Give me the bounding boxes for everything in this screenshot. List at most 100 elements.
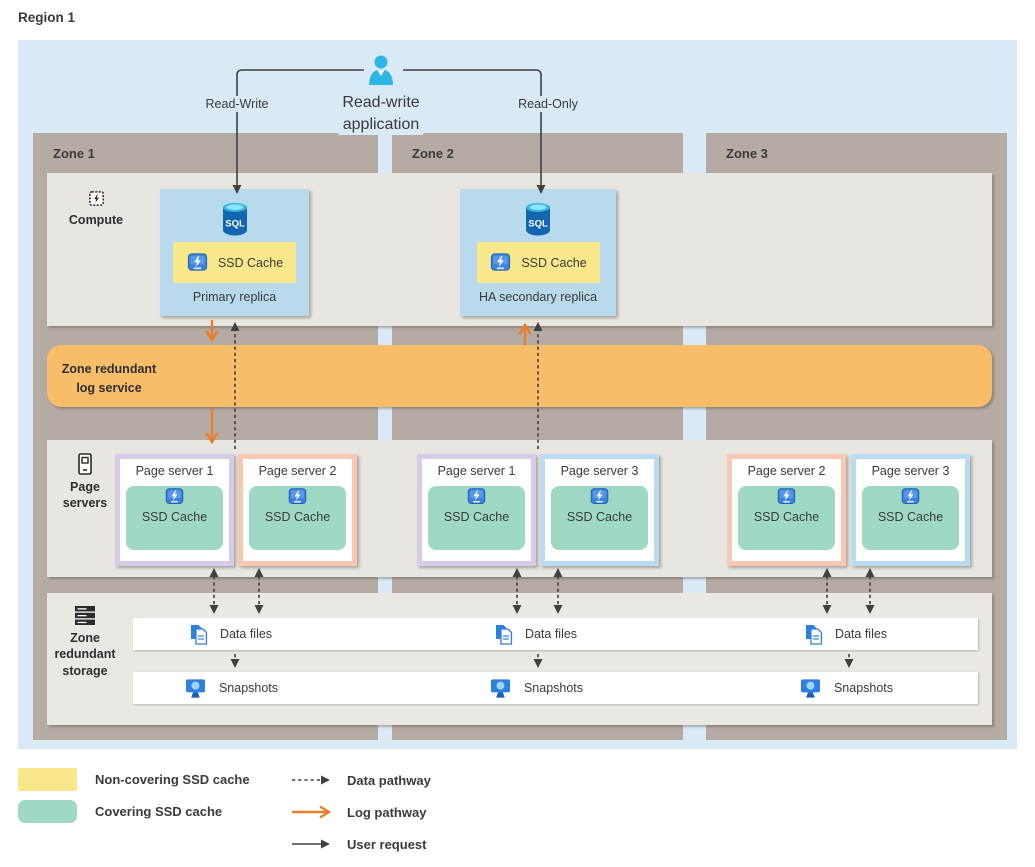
- snapshots-label: Snapshots: [218, 681, 279, 695]
- legend-label-noncovering: Non-covering SSD cache: [95, 772, 250, 787]
- snapshots-label: Snapshots: [833, 681, 894, 695]
- ssd-disk-icon: [165, 488, 184, 504]
- ssd-cache-label: SSD Cache: [141, 510, 208, 524]
- data-files-icon: [805, 624, 823, 645]
- log-service-band: [47, 345, 992, 407]
- log-service-label-line2: log service: [76, 380, 142, 395]
- ssd-disk-icon: [288, 488, 307, 504]
- data-files-icon: [495, 624, 513, 645]
- primary-ssd-cache-label: SSD Cache: [217, 255, 284, 270]
- page-servers-row-label-group: Page servers: [52, 453, 118, 512]
- data-files-item: Data files: [805, 618, 887, 650]
- covering-ssd-cache: SSD Cache: [551, 486, 648, 550]
- snapshots-label: Snapshots: [523, 681, 584, 695]
- ssd-disk-icon: [901, 488, 920, 504]
- page-server-box: Page server 3 SSD Cache: [851, 454, 970, 566]
- data-files-item: Data files: [190, 618, 272, 650]
- application-label-line1: Read-write: [342, 94, 420, 111]
- cpu-chip-icon: [88, 191, 104, 206]
- data-files-label: Data files: [219, 627, 273, 641]
- log-service-label-line1: Zone redundant: [61, 362, 157, 376]
- legend-orange-arrow-icon: [292, 805, 332, 819]
- legend-dashed-arrow-icon: [292, 775, 330, 785]
- covering-ssd-cache: SSD Cache: [862, 486, 959, 550]
- data-files-label: Data files: [834, 627, 888, 641]
- log-service-label: Zone redundant log service: [50, 360, 168, 398]
- ssd-disk-icon: [187, 253, 207, 271]
- page-server-title: Page server 2: [747, 464, 826, 478]
- storage-label-line1: Zone: [70, 631, 100, 645]
- ssd-disk-icon: [590, 488, 609, 504]
- snapshots-item: Snapshots: [184, 672, 278, 704]
- data-files-label: Data files: [524, 627, 578, 641]
- page-server-title: Page server 2: [258, 464, 337, 478]
- primary-replica-box: SQL SSD Cache Primary replica: [160, 189, 309, 316]
- snapshots-icon: [490, 678, 511, 698]
- sql-icon-text: SQL: [528, 219, 548, 230]
- server-tower-icon: [78, 453, 92, 475]
- sql-database-icon: SQL: [222, 203, 247, 236]
- storage-row-label-group: Zone redundant storage: [51, 605, 119, 679]
- covering-ssd-cache: SSD Cache: [428, 486, 525, 550]
- page-server-box: Page server 2 SSD Cache: [238, 454, 357, 566]
- snapshots-icon: [800, 678, 821, 698]
- region-label: Region 1: [18, 10, 76, 25]
- page-server-title: Page server 3: [871, 464, 950, 478]
- ssd-cache-label: SSD Cache: [443, 510, 510, 524]
- storage-label-line3: storage: [62, 663, 108, 678]
- storage-band: [47, 593, 992, 725]
- data-files-bar: Data files Data files Data files: [133, 618, 978, 650]
- user-person-icon: [369, 55, 393, 85]
- application-label: Read-write application: [338, 92, 424, 136]
- snapshots-icon: [185, 678, 206, 698]
- ha-secondary-replica-title: HA secondary replica: [478, 290, 598, 304]
- read-only-label: Read-Only: [513, 96, 583, 112]
- snapshots-item: Snapshots: [489, 672, 583, 704]
- compute-row-label-group: Compute: [63, 189, 129, 228]
- application-label-line2: application: [342, 115, 420, 133]
- zone-2-label: Zone 2: [412, 146, 454, 161]
- zone-3-label: Zone 3: [726, 146, 768, 161]
- secondary-ssd-cache: SSD Cache: [476, 242, 600, 283]
- page-server-box: Page server 1 SSD Cache: [417, 454, 536, 566]
- storage-label-line2: redundant: [54, 647, 116, 662]
- page-server-box: Page server 1 SSD Cache: [115, 454, 234, 566]
- covering-ssd-cache: SSD Cache: [249, 486, 346, 550]
- sql-icon-text: SQL: [225, 219, 245, 230]
- sql-database-icon: SQL: [526, 203, 550, 236]
- zone-1-label: Zone 1: [53, 146, 95, 161]
- ssd-cache-label: SSD Cache: [753, 510, 820, 524]
- legend-swatch-covering: [18, 800, 77, 823]
- ssd-disk-icon: [777, 488, 796, 504]
- snapshots-item: Snapshots: [799, 672, 893, 704]
- legend-swatch-noncovering: [18, 768, 77, 791]
- page-server-box: Page server 2 SSD Cache: [727, 454, 846, 566]
- ssd-cache-label: SSD Cache: [264, 510, 331, 524]
- legend-solid-arrow-icon: [292, 839, 330, 849]
- ssd-cache-label: SSD Cache: [566, 510, 633, 524]
- legend-label-user-request: User request: [347, 837, 427, 852]
- page-server-title: Page server 3: [560, 464, 639, 478]
- ssd-disk-icon: [491, 253, 511, 271]
- primary-ssd-cache: SSD Cache: [173, 242, 296, 283]
- covering-ssd-cache: SSD Cache: [738, 486, 835, 550]
- page-server-title: Page server 1: [437, 464, 516, 478]
- legend-label-covering: Covering SSD cache: [95, 804, 223, 819]
- compute-row-label: Compute: [68, 213, 124, 227]
- legend-label-data-pathway: Data pathway: [347, 773, 431, 788]
- ha-secondary-replica-box: SQL SSD Cache HA secondary replica: [460, 189, 616, 316]
- secondary-ssd-cache-label: SSD Cache: [521, 255, 587, 270]
- primary-replica-title: Primary replica: [192, 290, 277, 304]
- snapshots-bar: Snapshots Snapshots Snapshots: [133, 672, 978, 704]
- read-write-label: Read-Write: [200, 96, 274, 112]
- legend-label-log-pathway: Log pathway: [347, 805, 427, 820]
- page-server-title: Page server 1: [135, 464, 214, 478]
- page-server-box: Page server 3 SSD Cache: [540, 454, 659, 566]
- page-servers-label-line1: Page: [70, 480, 100, 494]
- ssd-disk-icon: [467, 488, 486, 504]
- data-files-icon: [190, 624, 208, 645]
- ssd-cache-label: SSD Cache: [877, 510, 944, 524]
- storage-stack-icon: [75, 606, 95, 625]
- page-servers-label-line2: servers: [62, 496, 108, 511]
